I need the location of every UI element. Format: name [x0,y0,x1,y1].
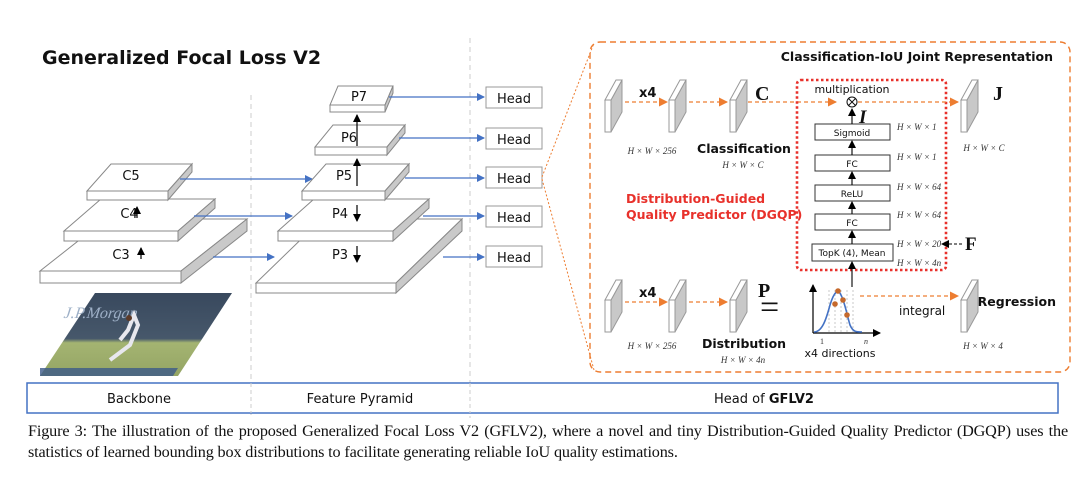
cls-dim-out: H × W × C [721,160,764,170]
dist-point [835,288,841,294]
dgqp-layer-topk: TopK (4), Mean [811,243,894,262]
label-p4: P4 [332,207,348,222]
dgqp-label-line1: Distribution-Guided [626,191,765,206]
head-box-p3: Head [485,245,543,268]
label-c4: C4 [120,207,137,222]
head-box-p5: Head [485,166,543,189]
pyramid-level-p7: P7 [329,85,394,113]
reg-feature-map-2 [668,279,687,333]
cls-repeat-label: x4 [639,86,656,101]
zoom-line-bottom [541,178,595,371]
section-head: Head of GFLV2 [714,392,814,407]
pyramid-level-p6: P6 [313,123,407,157]
multiply-icon [846,96,858,108]
backbone-level-c5: C5 [85,162,194,202]
dgqp-layer-relu: ReLU [814,184,891,202]
integral-label: integral [899,304,945,318]
pyramid-level-p5: P5 [300,162,411,202]
section-head-bold: GFLV2 [769,392,814,407]
dist-point [840,297,846,303]
head-box-p7: Head [485,86,543,109]
regression-dim: H × W × 4 [962,341,1003,351]
cls-feature-map-3 [729,79,748,133]
reg-dim-out: H × W × 4n [720,355,766,365]
section-head-prefix: Head of [714,392,769,407]
multiplication-label: multiplication [814,83,889,96]
section-backbone: Backbone [107,392,171,407]
svg-text:Head: Head [497,172,531,187]
section-feature-pyramid: Feature Pyramid [307,392,414,407]
dgqp-dim-sigmoid-out: H × W × 1 [896,122,937,132]
distribution-plot: 1 n x4 directions [805,284,881,360]
backbone-level-c4: C4 [62,197,217,243]
dist-point [832,301,838,307]
svg-text:Head: Head [497,92,531,107]
label-c3: C3 [112,248,129,263]
backbone-input-image: J.P.Morgan [40,293,232,376]
label-p6: P6 [341,131,357,146]
dgqp-layer-fc-1: FC [814,213,891,231]
label-c5: C5 [122,169,139,184]
reg-repeat-label: x4 [639,286,656,301]
reg-feature-map-3 [729,279,748,333]
dist-caption: x4 directions [805,347,876,360]
svg-text:ReLU: ReLU [841,190,864,200]
reg-dim-in: H × W × 256 [627,341,677,351]
joint-representation-title: Classification-IoU Joint Representation [781,49,1053,64]
label-p3: P3 [332,248,348,263]
joint-symbol-j: J [993,83,1003,105]
dist-curve [813,290,863,333]
cls-symbol-c: C [755,83,769,105]
regression-label: Regression [978,294,1056,309]
reg-feature-map-1 [604,279,623,333]
cls-feature-map-2 [668,79,687,133]
svg-text:Head: Head [497,251,531,266]
diagram-title: Generalized Focal Loss V2 [42,47,321,69]
head-detail-box [589,41,1071,373]
reg-equals: = [760,289,779,326]
svg-text:Head: Head [497,133,531,148]
dgqp-dim-fc1-out: H × W × 64 [896,210,942,220]
dgqp-layer-sigmoid: Sigmoid [814,123,891,141]
svg-text:J.P.Morgan: J.P.Morgan [63,305,139,322]
reg-symbol-p: P [758,280,770,302]
dgqp-dim-topk-out: H × W × 20 [896,239,942,249]
zoom-line-top [541,42,595,178]
dgqp-dim-input: H × W × 4n [896,258,942,268]
iou-symbol-i: I [858,107,867,128]
dgqp-layer-fc-2: FC [814,154,891,172]
joint-dim: H × W × C [962,143,1005,153]
dist-point [844,312,850,318]
label-p7: P7 [351,90,367,105]
reg-label: Distribution [702,336,786,351]
pyramid-level-p3: P3 [254,217,464,295]
dist-x-end: n [864,337,868,346]
svg-text:Head: Head [497,211,531,226]
regression-feature-map [960,279,979,333]
dgqp-label-line2: Quality Predictor (DGQP) [626,207,802,222]
label-p5: P5 [336,169,352,184]
svg-text:FC: FC [846,219,857,229]
feature-symbol-f: F [965,234,977,255]
dgqp-dim-relu-out: H × W × 64 [896,182,942,192]
cls-feature-map-1 [604,79,623,133]
head-box-p6: Head [485,127,543,150]
svg-text:FC: FC [846,160,857,170]
dgqp-box [795,78,948,272]
figure-caption: Figure 3: The illustration of the propos… [28,422,1068,461]
svg-text:TopK (4), Mean: TopK (4), Mean [818,249,886,259]
head-box-p4: Head [485,205,543,228]
cls-dim-in: H × W × 256 [627,146,677,156]
svg-text:Sigmoid: Sigmoid [834,129,870,139]
dist-x-start: 1 [820,337,824,346]
bottom-bar [26,382,1059,414]
joint-feature-map-j [960,79,979,133]
dgqp-dim-fc2-out: H × W × 1 [896,152,937,162]
cls-label: Classification [697,141,791,156]
